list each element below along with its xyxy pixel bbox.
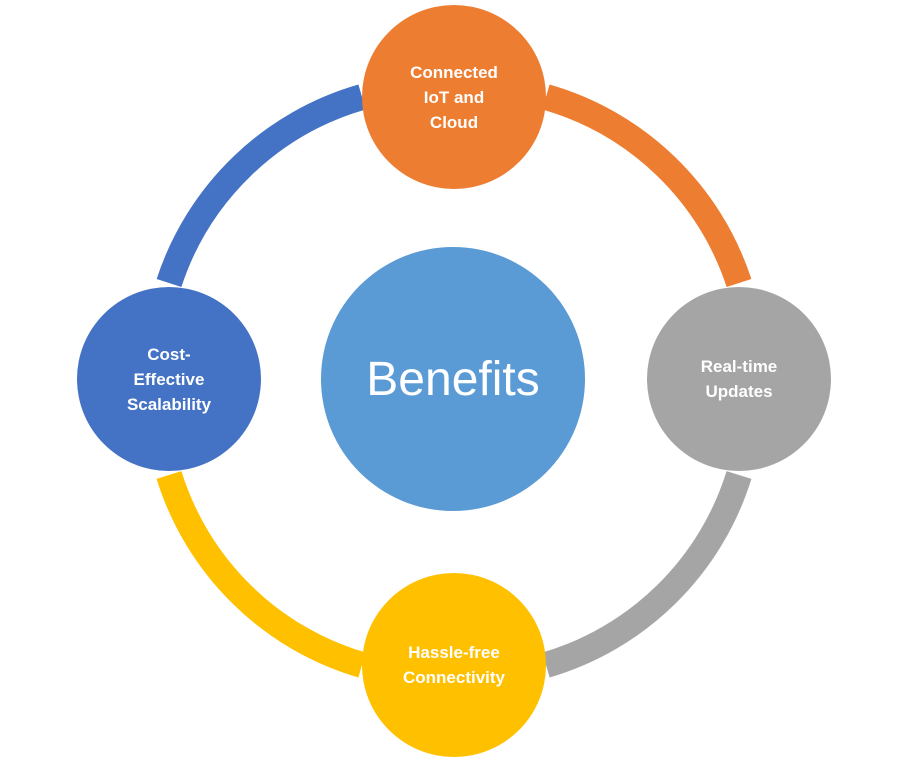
arc-left-to-top (156, 84, 366, 288)
center-benefits-circle: Benefits (321, 247, 585, 511)
arc-bottom-to-left (156, 471, 366, 678)
node-label-left: Cost- Effective Scalability (126, 344, 212, 414)
node-label-right: Real-time Updates (700, 357, 778, 401)
node-label-top: Connected IoT and Cloud (410, 62, 498, 132)
node-connected-iot-cloud: Connected IoT and Cloud (362, 5, 546, 189)
center-label: Benefits (366, 352, 540, 406)
arc-top-to-right (542, 84, 752, 288)
node-real-time-updates: Real-time Updates (647, 287, 831, 471)
node-label-bottom: Hassle-free Connectivity (402, 643, 506, 687)
node-hassle-free-connectivity: Hassle-free Connectivity (362, 573, 546, 757)
node-cost-effective-scalability: Cost- Effective Scalability (77, 287, 261, 471)
arc-right-to-bottom (542, 471, 752, 678)
